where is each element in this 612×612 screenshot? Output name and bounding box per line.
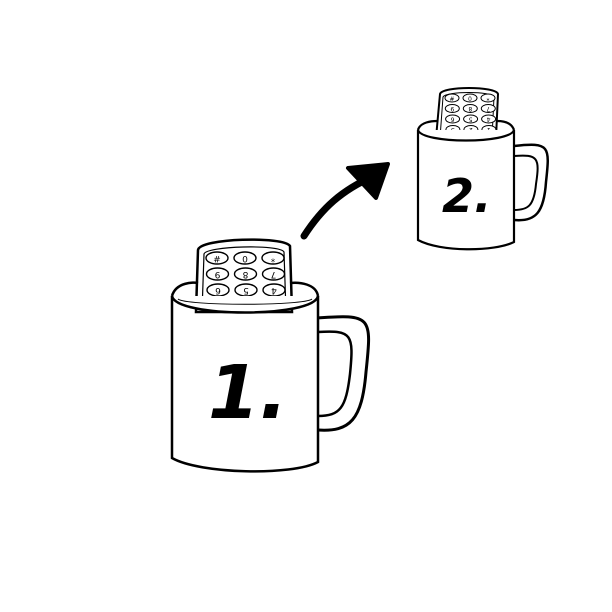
mug-1-key [233,251,257,265]
mug-1-key-label: # [213,253,221,263]
mug-1-key-label: * [270,253,275,263]
mug-2-body [416,130,516,251]
mug-2-handle [513,143,549,222]
mug-2-rim-back [416,119,516,131]
mug-2-key-label: 0 [468,95,472,102]
mug-2-key [444,104,460,113]
mug-2: #0 * 9 8 7 6 5 4 3 2 1 2. [416,87,549,251]
mug-2-handle-inner [513,154,539,211]
mug-1-key [205,267,230,281]
mug-2-key-label: # [449,95,454,102]
mug-1-key-label: 9 [214,269,220,279]
step-1-label: 1. [208,350,288,436]
mug-2-key-label: * [487,95,490,102]
mug-1-key [205,251,229,265]
mug-1-key-label: 0 [242,253,248,263]
mug-2-key-label: 2 [469,126,473,133]
mug-2-key [462,104,478,113]
mug-1-key-label: 7 [271,269,277,279]
mug-2-rim-front [416,129,516,142]
mug-1-key-label: 4 [271,285,277,295]
mug-1-rim-back [170,281,320,297]
mug-2-key-label: 4 [487,116,491,123]
mug-1-key [261,267,286,281]
mug-1-key-label: 5 [243,285,249,295]
mug-1-handle-inner [317,330,353,418]
mug-1-body [170,296,320,473]
mug-2-key-label: 9 [450,105,454,112]
arrow-head [346,162,390,200]
mug-1-key [233,267,258,281]
mug-2-key-label: 7 [486,105,490,112]
mug-2-key [481,114,497,124]
mug-2-key [463,114,479,124]
mug-2-key-label: 6 [451,116,455,123]
mug-1-key-label: 8 [242,269,248,279]
step-2-label: 2. [442,169,491,223]
mug-2-key-label: 5 [469,116,473,123]
mug-2-key-label: 1 [487,126,491,133]
mug-1-key-label: 6 [215,285,221,295]
mug-2-key [462,93,478,103]
mug-2-key-label: 8 [468,105,472,112]
arrow-icon [300,162,390,240]
mug-2-key [445,114,461,124]
mug-2-key [480,104,496,113]
mug-1-key [261,251,285,265]
mug-2-key [444,93,460,103]
mug-1-handle [315,315,371,432]
mug-2-key-label: 3 [451,126,455,133]
mug-2-key [480,93,496,103]
